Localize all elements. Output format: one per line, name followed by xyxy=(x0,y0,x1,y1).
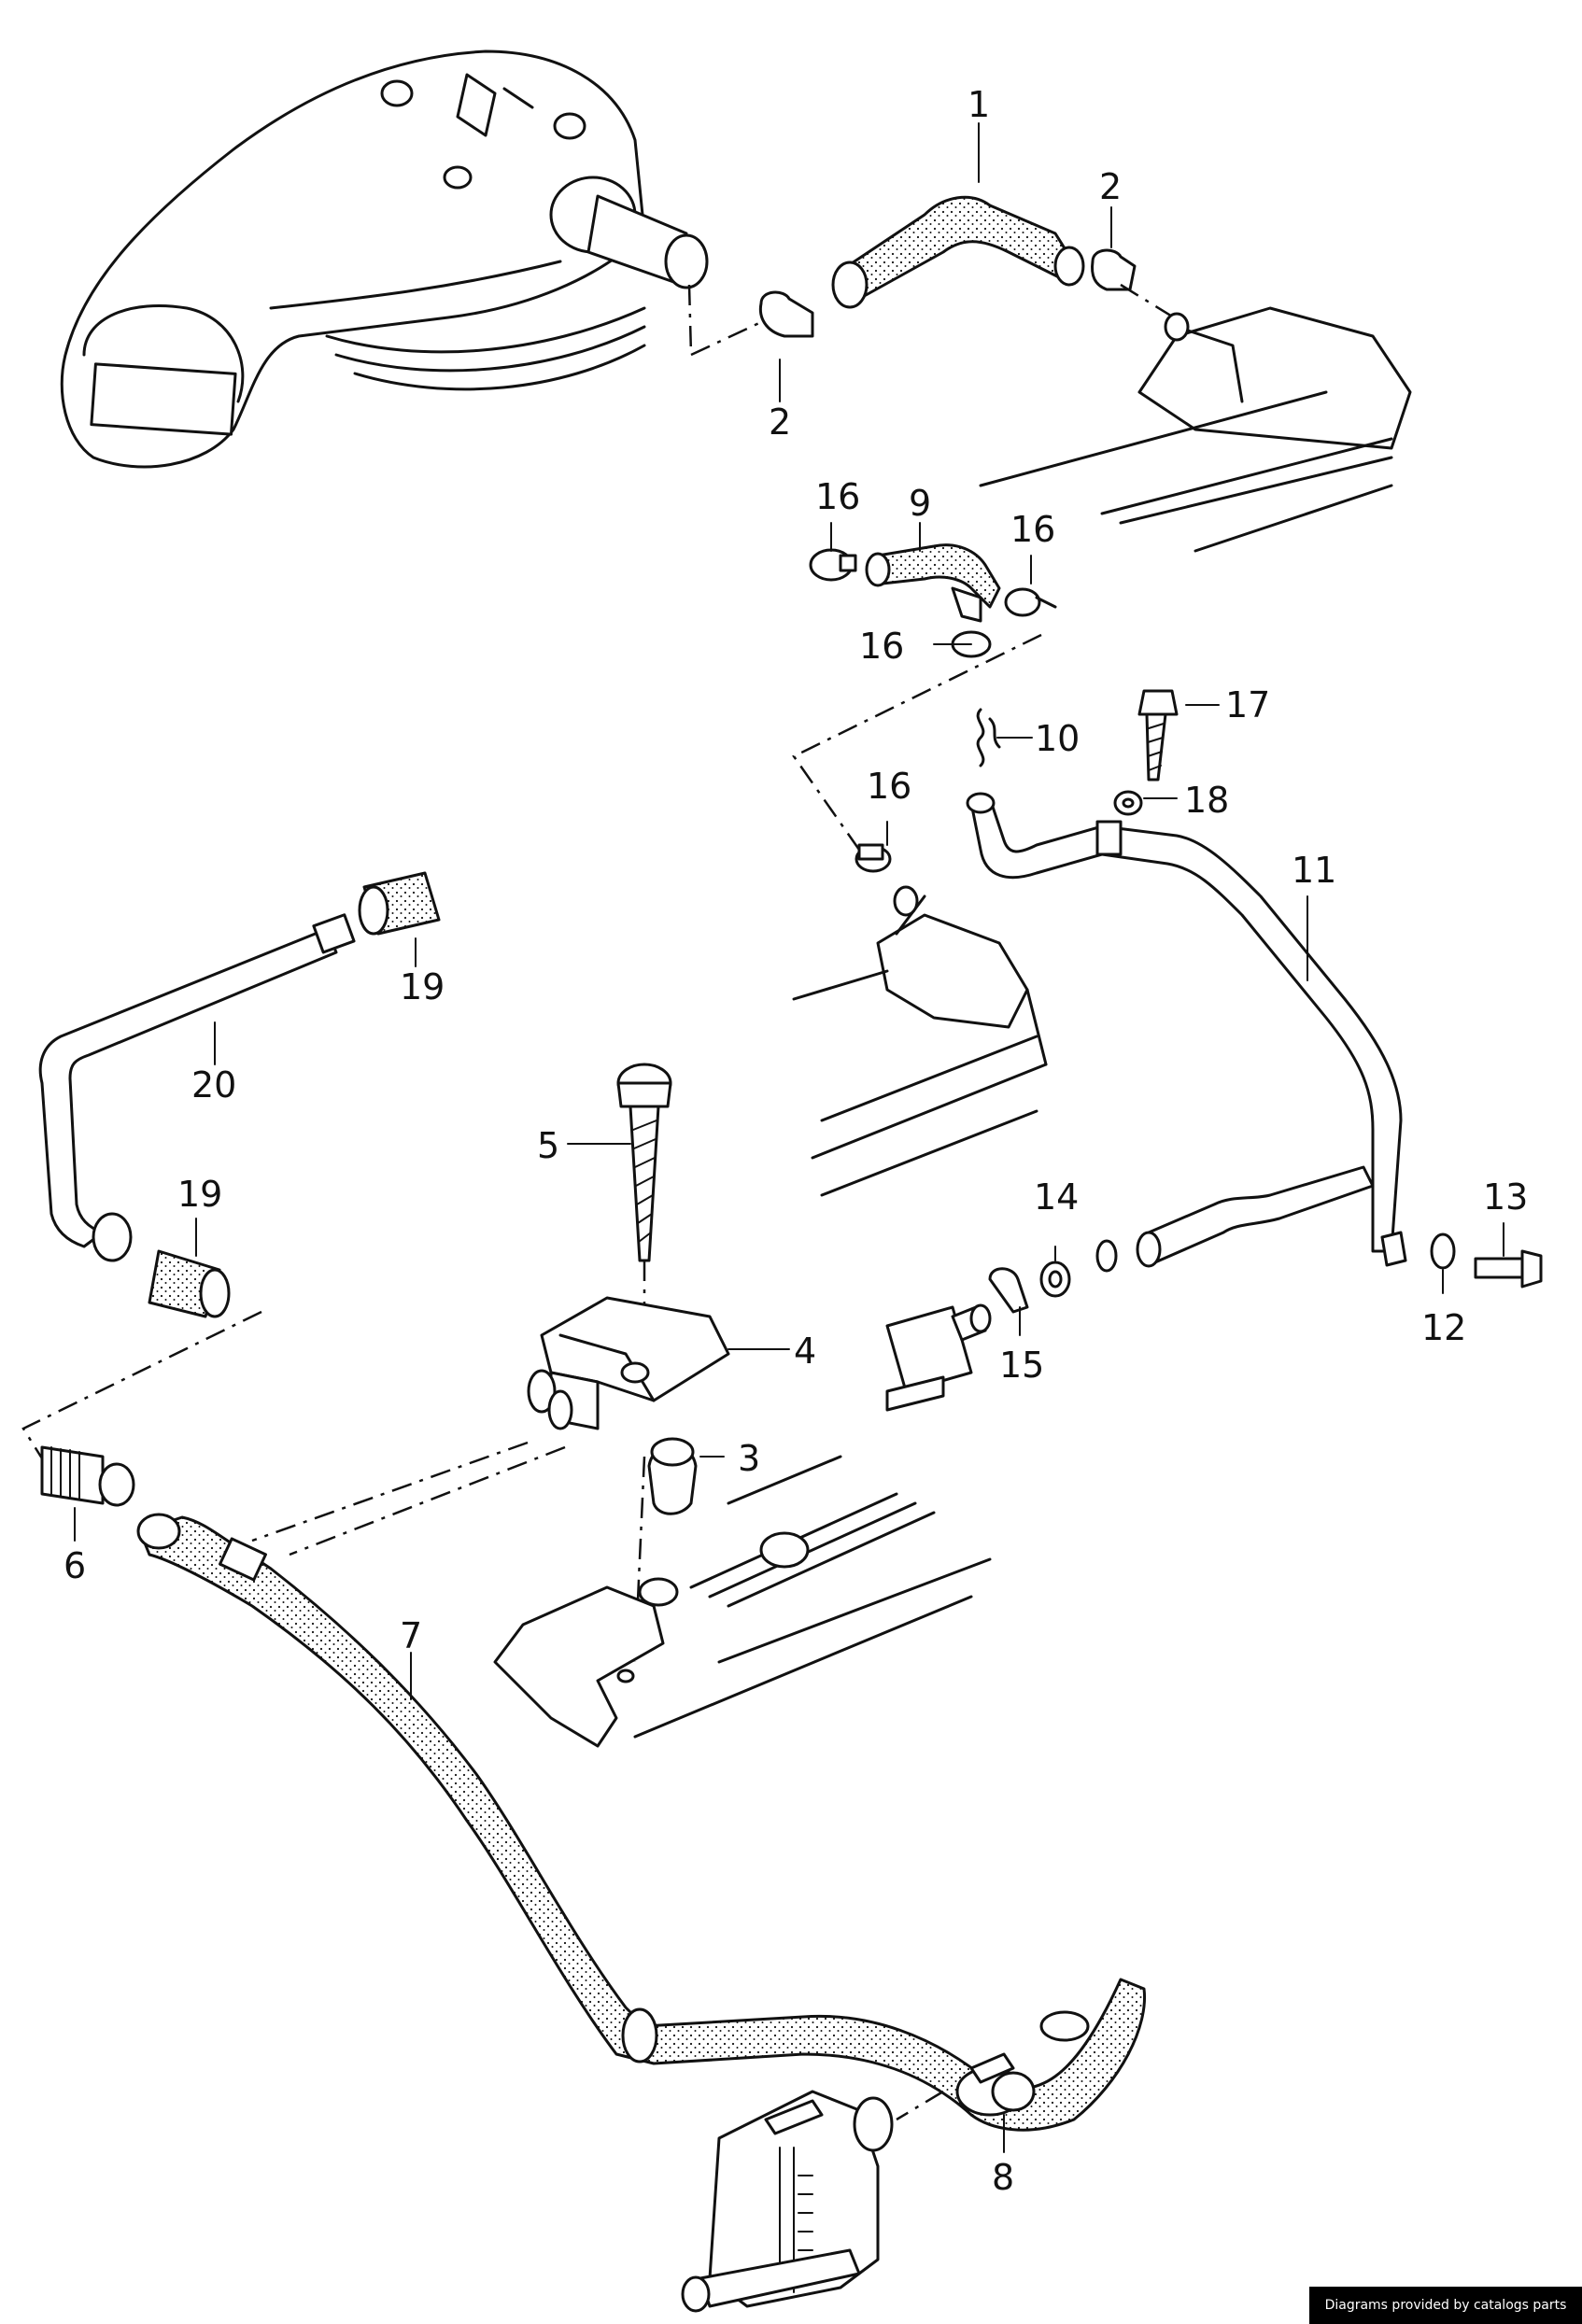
cylinder-head-cover-lower xyxy=(493,1455,992,1748)
clip-15 xyxy=(988,1267,1029,1314)
callout-9: 9 xyxy=(909,483,931,524)
pcv-valve-small xyxy=(885,1303,992,1412)
callout-3: 3 xyxy=(738,1438,760,1479)
bolt-17 xyxy=(1137,689,1179,782)
callout-20: 20 xyxy=(191,1064,236,1106)
callout-19-top: 19 xyxy=(400,966,445,1007)
callout-16-a: 16 xyxy=(815,476,860,517)
callout-15: 15 xyxy=(999,1345,1044,1386)
hose-10 xyxy=(976,708,1001,768)
air-intake-duct xyxy=(60,49,709,469)
clip-16-b xyxy=(1004,587,1057,617)
pipe-11 xyxy=(966,792,1407,1273)
callout-14: 14 xyxy=(1034,1176,1079,1218)
bolt-5 xyxy=(616,1063,672,1262)
callout-1: 1 xyxy=(968,84,990,125)
callout-11: 11 xyxy=(1292,850,1336,891)
washer-14 xyxy=(1039,1261,1071,1298)
clip-2-right xyxy=(1091,248,1137,291)
assembly-line xyxy=(251,1441,529,1542)
callout-4: 4 xyxy=(794,1331,816,1372)
washer-18 xyxy=(1113,790,1143,816)
callout-16-d: 16 xyxy=(867,766,911,807)
clip-8 xyxy=(955,2052,1036,2117)
credit-footer: Diagrams provided by catalogs parts xyxy=(1309,2287,1582,2324)
callout-17: 17 xyxy=(1225,684,1270,725)
callout-7: 7 xyxy=(400,1615,422,1656)
callout-5: 5 xyxy=(537,1125,559,1166)
clip-16-d xyxy=(855,843,892,873)
hose-7 xyxy=(136,1513,1147,2132)
assembly-line xyxy=(896,2090,944,2121)
sleeve-19-top xyxy=(358,871,441,936)
bracket-4 xyxy=(527,1296,730,1430)
sleeve-19-bottom xyxy=(148,1249,231,1318)
leader-lines xyxy=(74,122,1504,2153)
callout-10: 10 xyxy=(1035,718,1080,759)
assembly-line xyxy=(21,1310,262,1467)
callout-2-right: 2 xyxy=(1099,166,1122,207)
callout-2-left: 2 xyxy=(769,401,791,443)
callout-8: 8 xyxy=(992,2157,1014,2198)
breather-hose-9 xyxy=(865,543,1001,623)
assembly-line xyxy=(690,320,762,357)
pcv-valve-bottom xyxy=(681,2090,894,2313)
clip-2-left xyxy=(758,290,814,338)
callout-13: 13 xyxy=(1483,1176,1528,1218)
cylinder-head-cover-middle xyxy=(792,885,1048,1197)
assembly-line xyxy=(792,633,1042,851)
callout-16-c: 16 xyxy=(859,626,904,667)
pipe-20 xyxy=(38,913,356,1262)
callout-6: 6 xyxy=(64,1545,86,1586)
hose-1 xyxy=(831,195,1085,309)
callout-19-bottom: 19 xyxy=(177,1174,222,1215)
callout-12: 12 xyxy=(1421,1307,1466,1348)
callouts: 1 2 2 3 4 5 6 7 8 9 10 11 12 13 14 15 16… xyxy=(64,84,1528,2198)
cylinder-head-cover-upper xyxy=(979,306,1412,553)
grommet-3 xyxy=(647,1437,698,1515)
assembly-line xyxy=(289,1445,566,1556)
bolt-13 xyxy=(1474,1249,1543,1289)
connector-6 xyxy=(40,1445,135,1507)
callout-18: 18 xyxy=(1184,780,1229,821)
clip-16-a xyxy=(809,548,857,582)
washer-12 xyxy=(1430,1232,1456,1270)
callout-16-b: 16 xyxy=(1010,509,1055,550)
